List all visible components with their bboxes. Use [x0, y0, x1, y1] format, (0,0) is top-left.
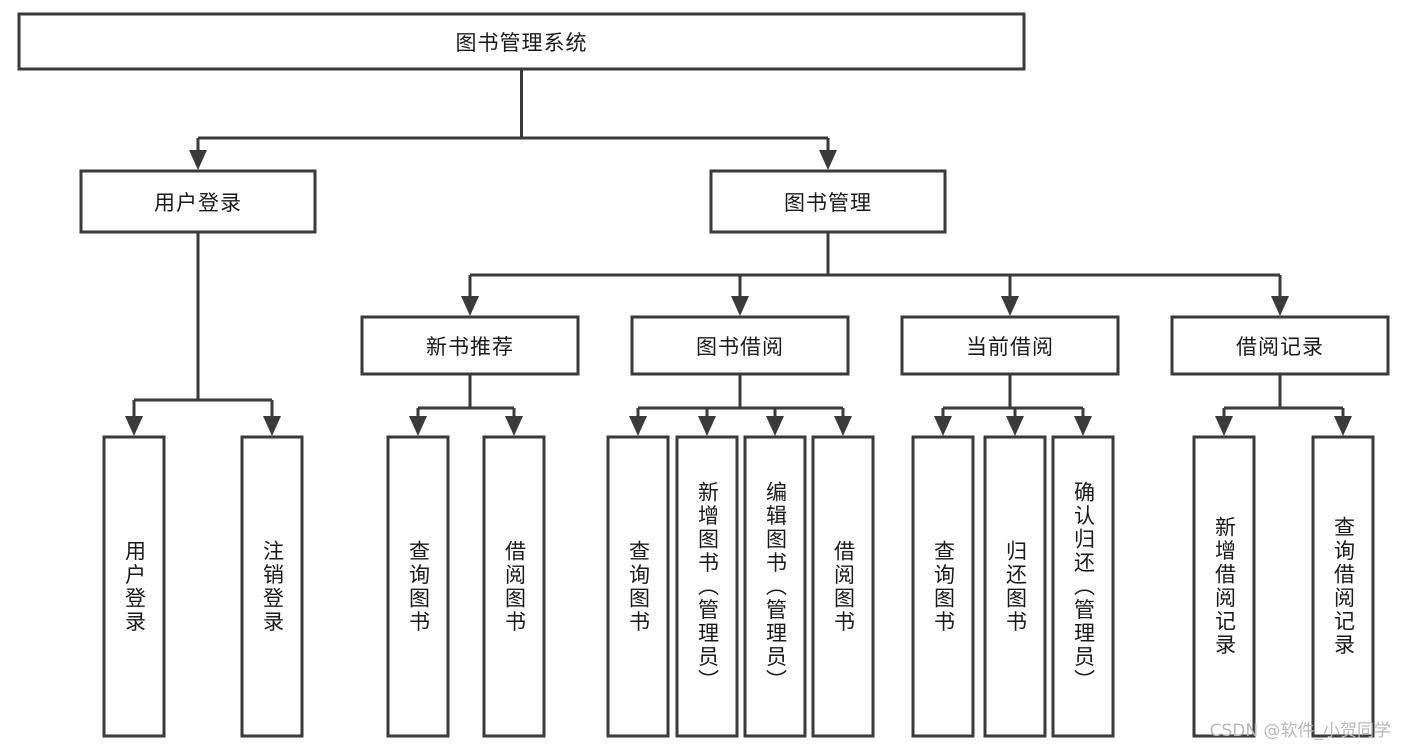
arrow-head-icon-recommend-query-book: [409, 416, 427, 436]
node-box-root[interactable]: [17, 12, 1026, 71]
node-box-user-login[interactable]: [79, 169, 317, 234]
node-box-records-add-record[interactable]: [1192, 435, 1256, 738]
arrow-head-icon-records-query-record: [1334, 416, 1352, 436]
node-box-records-query-record[interactable]: [1311, 435, 1375, 738]
arrow-head-icon-borrow-edit-book-admin: [766, 416, 784, 436]
node-box-book-borrow[interactable]: [630, 315, 850, 376]
node-box-borrow-add-book-admin[interactable]: [675, 435, 739, 738]
arrow-head-icon-current-borrow: [1001, 296, 1019, 316]
node-box-current-confirm-return-admin[interactable]: [1051, 435, 1115, 738]
node-box-book-management[interactable]: [709, 169, 947, 234]
node-box-recommend-query-book[interactable]: [386, 435, 450, 738]
arrow-head-icon-borrow-add-book-admin: [698, 416, 716, 436]
arrow-head-icon-borrow-query-book: [629, 416, 647, 436]
node-box-recommend-borrow-book[interactable]: [482, 435, 546, 738]
node-box-borrow-borrow-book[interactable]: [811, 435, 875, 738]
node-box-borrow-query-book[interactable]: [606, 435, 670, 738]
arrow-head-icon-current-return-book: [1006, 416, 1024, 436]
node-box-user-login-logout[interactable]: [240, 435, 304, 738]
arrow-head-icon-borrow-records: [1271, 296, 1289, 316]
arrow-head-icon-borrow-borrow-book: [834, 416, 852, 436]
node-box-borrow-edit-book-admin[interactable]: [743, 435, 807, 738]
arrow-head-icon-book-borrow: [731, 296, 749, 316]
node-box-current-return-book[interactable]: [983, 435, 1047, 738]
arrow-head-icon-user-login: [189, 150, 207, 170]
node-box-user-login-login[interactable]: [102, 435, 166, 738]
arrow-head-icon-new-book-recommend: [461, 296, 479, 316]
arrow-head-icon-user-login-logout: [263, 416, 281, 436]
node-box-current-query-book[interactable]: [911, 435, 975, 738]
node-box-current-borrow[interactable]: [900, 315, 1120, 376]
arrow-head-icon-user-login-login: [125, 416, 143, 436]
arrow-head-icon-records-add-record: [1215, 416, 1233, 436]
arrow-head-icon-current-query-book: [934, 416, 952, 436]
node-box-borrow-records[interactable]: [1170, 315, 1390, 376]
arrow-head-icon-current-confirm-return-admin: [1074, 416, 1092, 436]
arrow-head-icon-recommend-borrow-book: [505, 416, 523, 436]
node-box-new-book-recommend[interactable]: [360, 315, 580, 376]
arrow-head-icon-book-management: [819, 150, 837, 170]
